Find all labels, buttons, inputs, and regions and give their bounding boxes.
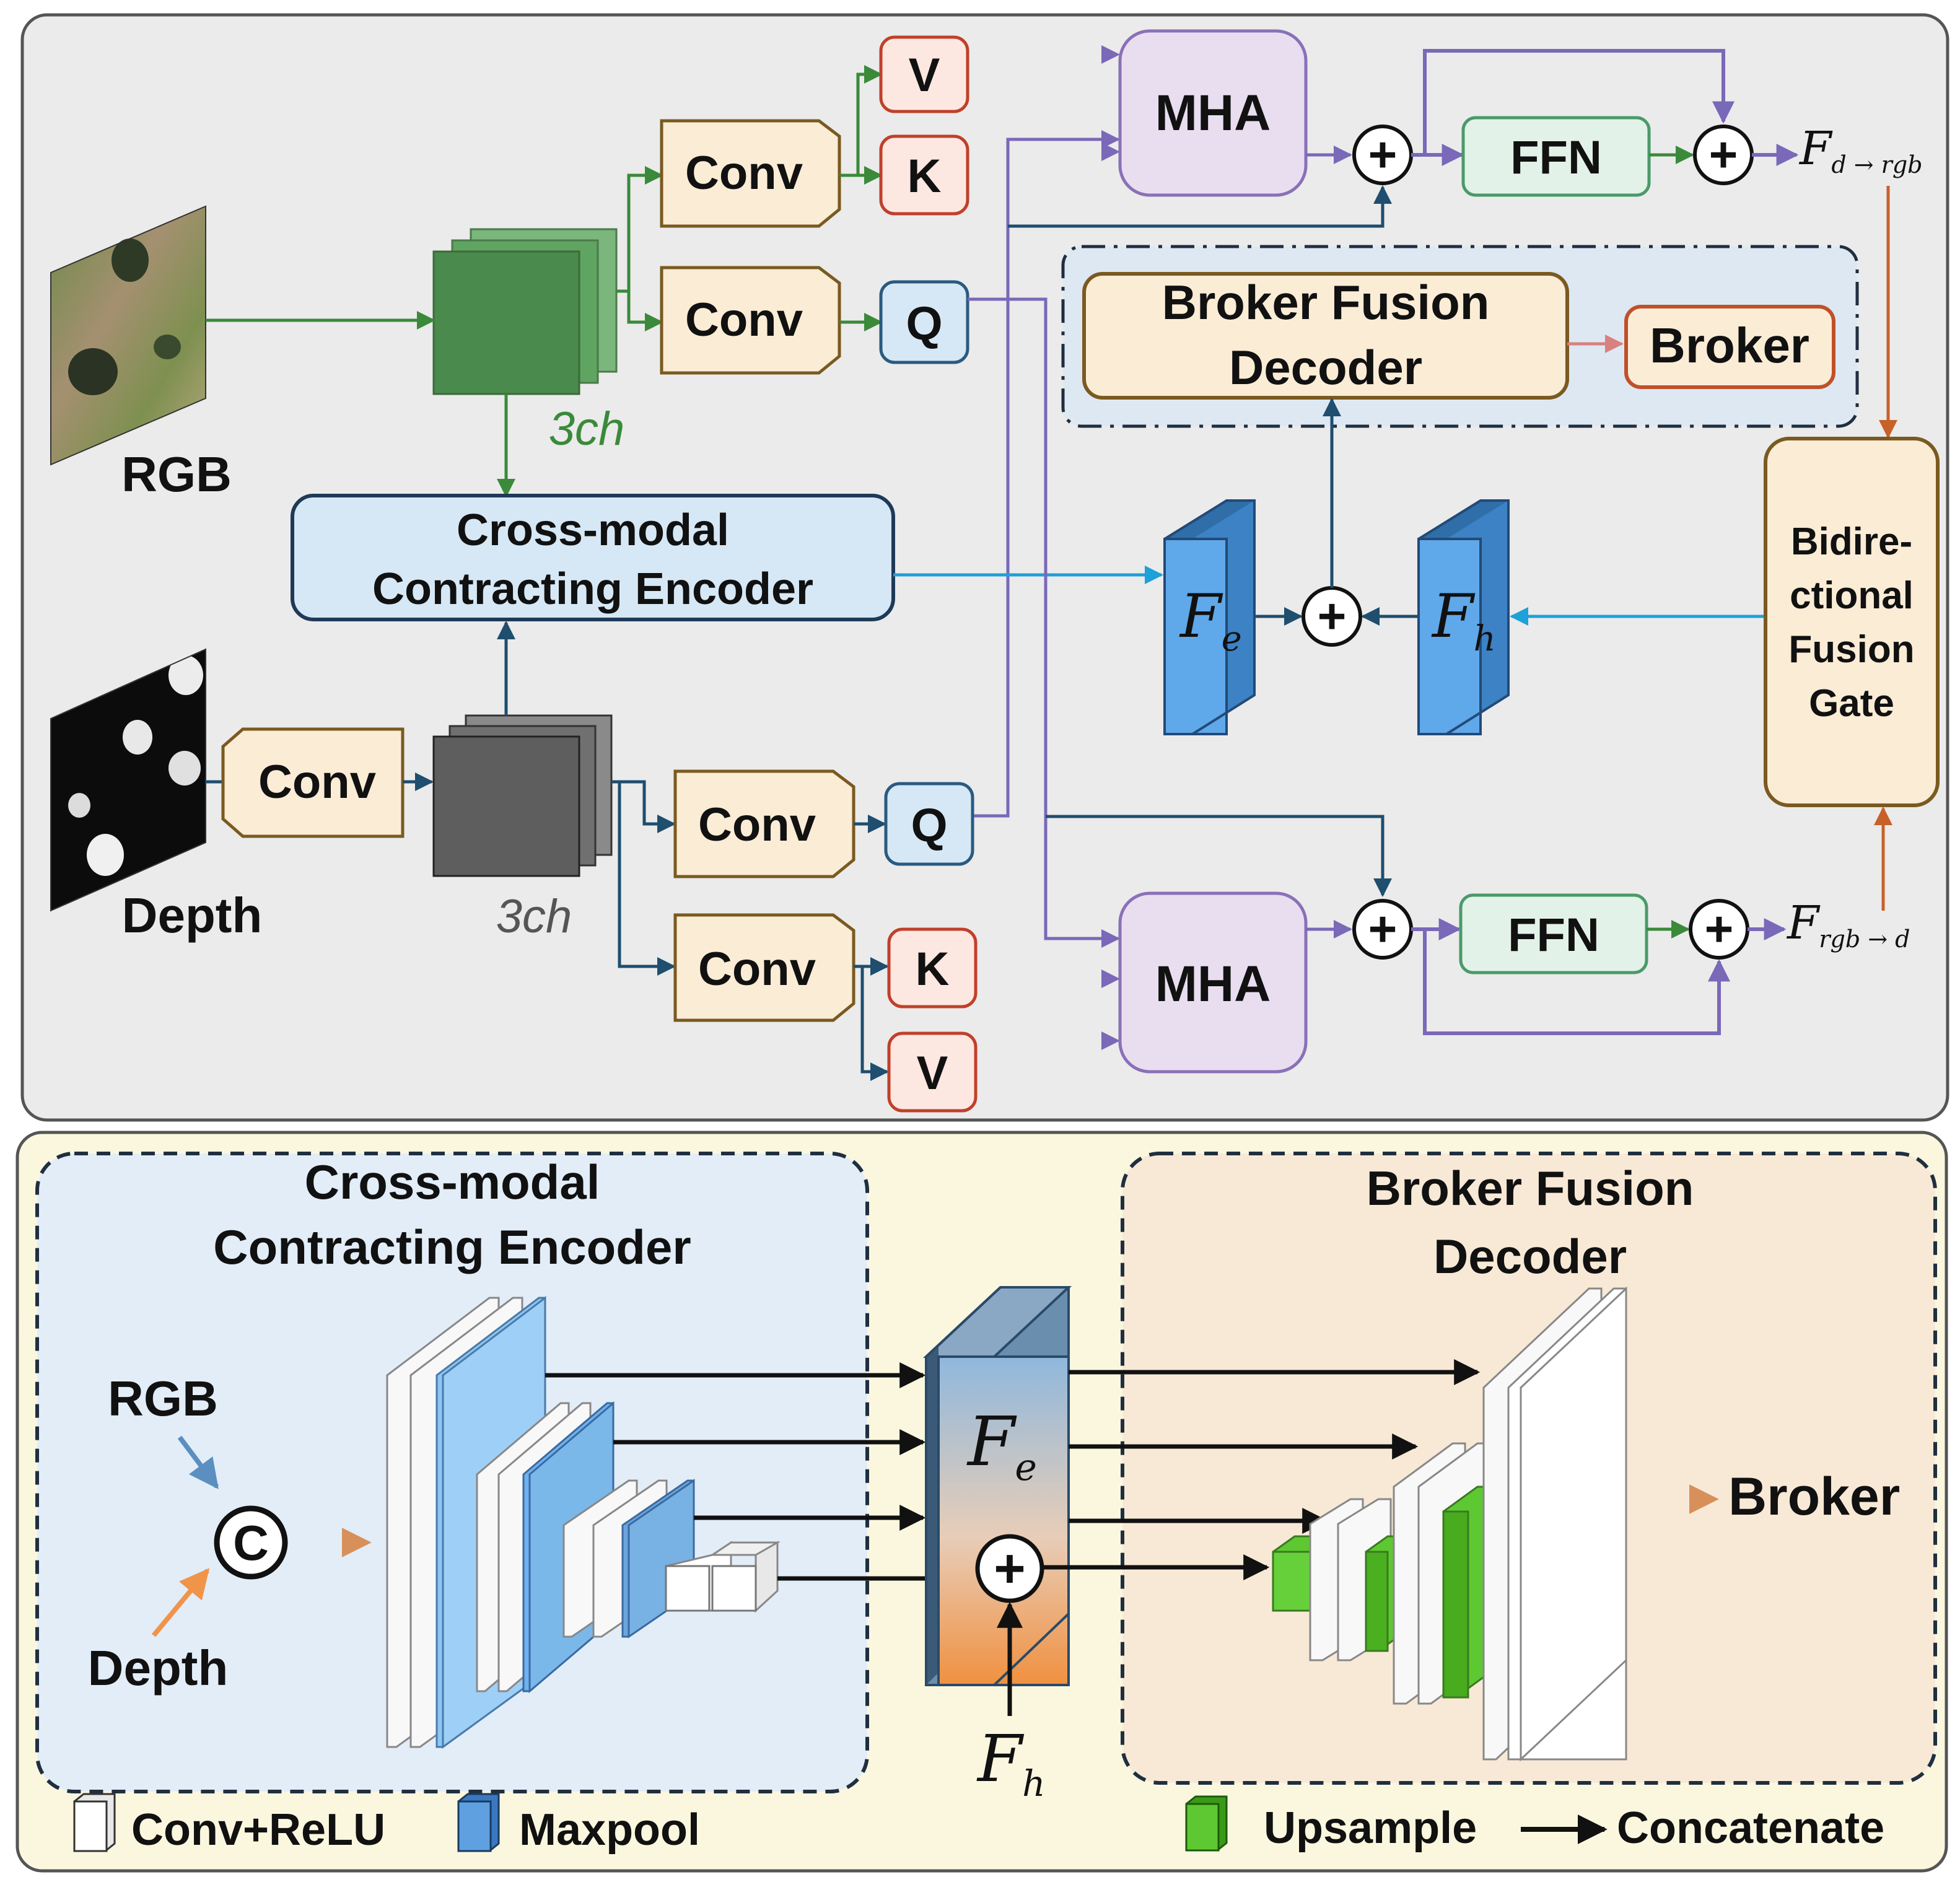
decoder-label-line2: Decoder: [1229, 340, 1422, 395]
bottom-rgb-arrow: [177, 1435, 219, 1489]
depth-conv-in-label: Conv: [258, 756, 376, 808]
fh-label-top: Fh: [1431, 582, 1496, 659]
depth-feature-stack: [432, 714, 613, 877]
bottom-broker-label: Broker: [1728, 1467, 1900, 1526]
plus-top-2-symbol: +: [1709, 127, 1738, 182]
depth-v-box: [887, 1031, 978, 1113]
ffn-bottom-block: [1459, 893, 1648, 974]
bottom-fh-label: Fh: [976, 1721, 1046, 1805]
bottom-depth-label: Depth: [88, 1640, 229, 1696]
bottom-decoder-title-line2: Decoder: [1433, 1229, 1627, 1284]
depth-v-label: V: [917, 1047, 948, 1100]
plus-bottom-2-symbol: +: [1705, 901, 1734, 956]
legend-conv-relu-label: Conv+ReLU: [131, 1805, 385, 1855]
output-f-rgb-to-d: Frgb → d: [1786, 896, 1910, 953]
bottom-depth-arrow: [151, 1568, 210, 1637]
bottom-rgb-label: RGB: [108, 1371, 218, 1426]
rgb-k-box: [879, 134, 969, 216]
concat-symbol-label: C: [233, 1515, 269, 1570]
rgb-q-residual-to-plus-bottom-arrow: [1046, 815, 1392, 897]
bottom-decoder-title-line1: Broker Fusion: [1367, 1161, 1694, 1215]
plus-top-1-symbol: +: [1368, 127, 1398, 182]
decoder-level-3: [1309, 1498, 1401, 1661]
bottom-fe-label: Fe: [966, 1402, 1037, 1489]
depth-input-image: [50, 648, 206, 912]
ffn-bottom-skip-arrow: [1423, 929, 1730, 1035]
fe-label-top: Fe: [1179, 582, 1242, 659]
mha-bottom-label: MHA: [1155, 956, 1271, 1012]
legend-upsample: [1185, 1795, 1228, 1852]
concat-symbol-circle: [214, 1505, 288, 1580]
rgb-q-label: Q: [906, 297, 942, 350]
decoder-bottleneck: [1272, 1535, 1311, 1612]
rgb-v-label: V: [909, 49, 940, 102]
depth-k-box: [887, 927, 978, 1009]
rgb-q-box: [879, 280, 969, 364]
bottom-plus-symbol: +: [994, 1538, 1025, 1599]
depth-stack-to-conv-k-arrow: [611, 780, 676, 976]
gate-label-line3: Fusion: [1788, 628, 1914, 671]
depth-k-label: K: [916, 943, 950, 996]
rgb-conv-k-block: [660, 119, 841, 228]
ffn-top-label: FFN: [1510, 131, 1602, 184]
rgb-conv-k-label: Conv: [685, 147, 803, 199]
decoder-level-1: [1482, 1286, 1627, 1762]
legend-conv-relu: [73, 1793, 116, 1852]
rgb-feature-stack: [432, 228, 618, 395]
mha-bottom-block: [1118, 891, 1308, 1074]
rgb-conv-q-label: Conv: [685, 294, 803, 346]
depth-label: Depth: [122, 888, 263, 943]
broker-label: Broker: [1650, 318, 1809, 373]
decoder-level-2: [1393, 1442, 1491, 1705]
rgb-label: RGB: [121, 447, 232, 502]
legend-concatenate-label: Concatenate: [1617, 1803, 1884, 1853]
ffn-top-skip-arrow: [1423, 49, 1735, 155]
plus-middle-symbol: +: [1318, 589, 1347, 644]
depth-q-box: [884, 782, 974, 866]
rgb-channels-label: 3ch: [549, 403, 625, 455]
bottom-encoder-title-line1: Cross-modal: [305, 1155, 600, 1209]
fh-feature-map: [1417, 499, 1510, 735]
depth-conv-k-label: Conv: [698, 943, 816, 996]
rgb-stack-to-conv-q-arrow: [616, 289, 663, 331]
rgb-v-box: [879, 35, 969, 113]
bottom-fe-feature-map: [922, 1286, 1072, 1686]
rgb-k-label: K: [908, 150, 942, 203]
depth-conv-q-label: Conv: [698, 799, 816, 851]
gate-label-line2: ctional: [1790, 574, 1914, 617]
rgb-q-to-mha-bottom-arrow: [968, 297, 1120, 948]
mha-top-block: [1118, 29, 1308, 197]
depth-conv-to-v-arrow: [854, 965, 889, 1081]
depth-conv-k-block: [673, 913, 855, 1022]
depth-q-label: Q: [911, 799, 947, 852]
gate-label-line4: Gate: [1809, 682, 1894, 725]
depth-stack-to-conv-q-arrow: [611, 780, 676, 833]
bottom-encoder-title-line2: Contracting Encoder: [213, 1220, 691, 1274]
rgb-conv-q-block: [660, 266, 841, 375]
mha-top-label: MHA: [1155, 85, 1271, 141]
legend-maxpool-label: Maxpool: [519, 1805, 700, 1855]
encoder-bottleneck: [665, 1541, 781, 1613]
fe-feature-map: [1163, 499, 1256, 735]
decoder-label-line1: Broker Fusion: [1162, 275, 1490, 330]
output-f-d-to-rgb: Fd → rgb: [1798, 122, 1923, 178]
encoder-label-line2: Contracting Encoder: [372, 564, 813, 614]
depth-channels-label: 3ch: [496, 890, 572, 943]
gate-label-line1: Bidire-: [1791, 520, 1912, 563]
legend-upsample-label: Upsample: [1264, 1803, 1477, 1853]
depth-q-residual-to-plus-top-arrow: [1008, 185, 1392, 228]
rgb-input-image: [50, 205, 206, 466]
plus-bottom-1-symbol: +: [1368, 901, 1398, 956]
depth-q-to-mha-top-arrow: [968, 130, 1120, 818]
depth-conv-q-block: [673, 769, 855, 878]
depth-conv-in-block: [221, 727, 405, 838]
ffn-bottom-label: FFN: [1508, 909, 1599, 961]
fusion-gate-block: [1764, 437, 1940, 807]
legend-maxpool: [457, 1793, 500, 1852]
encoder-label-line1: Cross-modal: [457, 506, 729, 555]
encoder-block: [291, 494, 895, 621]
broker-block: [1624, 305, 1835, 389]
